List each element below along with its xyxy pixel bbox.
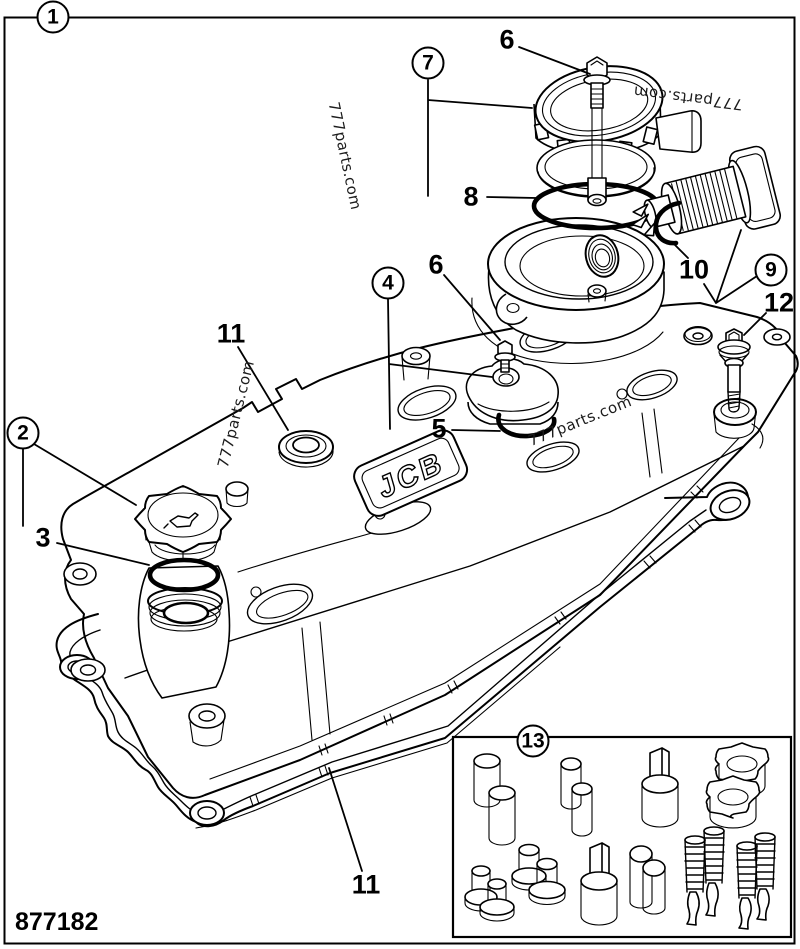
clip-10	[653, 200, 682, 246]
callout-4: 4	[371, 266, 405, 300]
bolt-12-drawing	[717, 328, 751, 413]
callout-13: 13	[516, 724, 550, 758]
top-face-oval-recesses	[246, 319, 678, 625]
breather-valve-drawing	[631, 145, 782, 237]
oil-can-icon	[163, 512, 199, 529]
callout-11-top: 11	[216, 318, 246, 349]
callout-3: 3	[35, 522, 51, 553]
callout-6-top: 6	[499, 24, 515, 55]
callout-1: 1	[36, 0, 70, 34]
callout-6-mid: 6	[428, 249, 444, 280]
dome-drawing	[465, 340, 559, 439]
kit-threaded-plugs	[684, 826, 776, 930]
breather-cap-drawing	[531, 56, 702, 231]
callout-2: 2	[6, 416, 40, 450]
oil-cap-drawing	[134, 485, 232, 593]
callout-11-bottom: 11	[351, 869, 381, 900]
kit-round-plugs	[629, 845, 666, 915]
grommet-drawing	[278, 430, 334, 468]
bolt-6-mid-drawing	[494, 340, 516, 373]
kit-blade-plugs	[580, 747, 679, 926]
callout-10: 10	[678, 254, 710, 285]
corner-washers	[683, 325, 791, 346]
callout-5: 5	[431, 413, 447, 444]
part-number: 877182	[15, 908, 99, 936]
kit-cylinders	[473, 753, 593, 846]
valve-cover-drawing: JCB	[60, 217, 799, 799]
page-border	[3, 16, 796, 945]
seal-5	[496, 412, 557, 439]
callout-7: 7	[411, 46, 445, 80]
kit-top-hats	[464, 843, 566, 922]
jcb-logo-plate: JCB	[353, 429, 469, 517]
turret-drawing	[471, 217, 665, 365]
callout-8: 8	[463, 181, 479, 212]
side-port	[655, 110, 702, 153]
kit-knurled-caps	[705, 742, 770, 829]
gasket-tabs	[249, 519, 702, 807]
left-bolt-bosses	[63, 562, 226, 747]
cover-rail-tabs	[318, 485, 704, 756]
bolt-6-top-drawing	[583, 56, 611, 109]
threaded-hole	[584, 234, 620, 278]
callout-12: 12	[763, 287, 795, 318]
callout-9: 9	[754, 253, 788, 287]
inset-box-13	[451, 735, 793, 939]
filler-neck-drawing	[137, 565, 231, 699]
o-ring-3	[147, 557, 221, 593]
leader-lines	[22, 46, 767, 872]
